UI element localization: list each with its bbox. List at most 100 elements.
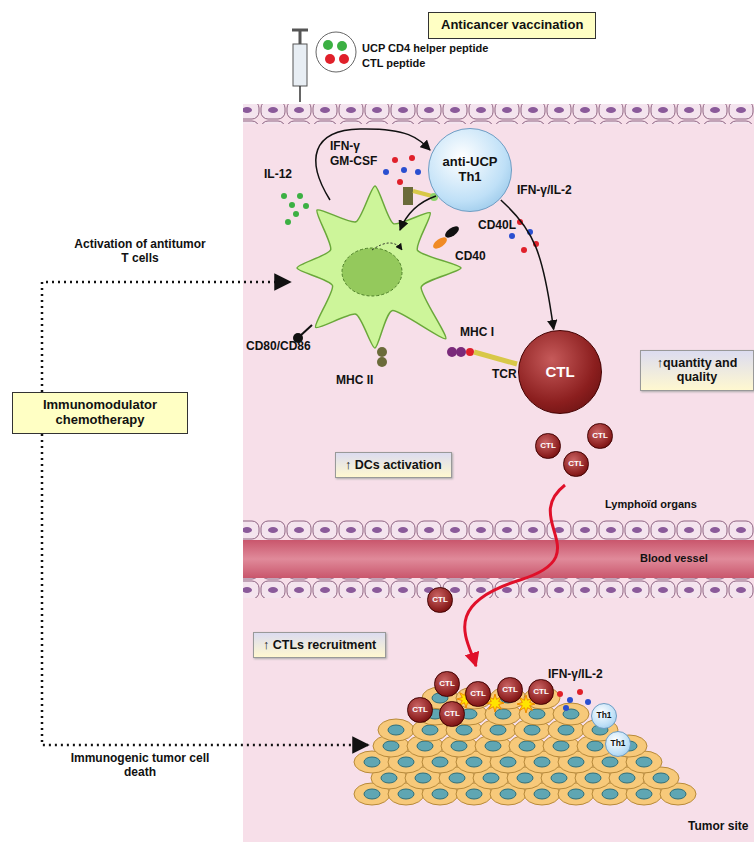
dc-body bbox=[297, 186, 461, 348]
node-text: CTL bbox=[592, 431, 608, 440]
cytokine-arrow bbox=[316, 129, 430, 200]
illustration-part bbox=[447, 347, 457, 357]
illustration-part bbox=[293, 44, 307, 86]
tissue-panel bbox=[243, 104, 754, 842]
node-text: CTL bbox=[432, 595, 448, 604]
chemo-box: Immunomodulator chemotherapy bbox=[12, 392, 188, 434]
illustration-part bbox=[377, 357, 387, 367]
tumor-nucleus bbox=[619, 773, 635, 783]
ctl-cell-small: CTL bbox=[587, 423, 613, 449]
dc-signal bbox=[372, 243, 402, 250]
tumor-nucleus bbox=[383, 741, 399, 751]
tumor-nucleus bbox=[517, 773, 533, 783]
ctl-cell-small: CTL bbox=[434, 671, 460, 697]
tumor-nucleus bbox=[653, 773, 669, 783]
node-text: ↑ CTLs recruitment bbox=[263, 638, 376, 652]
cytokine-dot bbox=[577, 689, 583, 695]
chemo-leaders bbox=[42, 282, 368, 745]
text-label: TCR bbox=[492, 368, 517, 382]
cytokine-dot bbox=[509, 233, 515, 239]
migration-arrow bbox=[465, 485, 565, 666]
cytokine-dot bbox=[281, 193, 287, 199]
text-label: Immunogenic tumor cell death bbox=[70, 752, 210, 780]
tumor-nucleus bbox=[636, 757, 652, 767]
text-label: UCP CD4 helper peptide bbox=[362, 42, 488, 55]
illustration-part bbox=[292, 29, 308, 32]
text-label: MHC II bbox=[336, 374, 373, 388]
tumor-nucleus bbox=[490, 725, 506, 735]
th1-cell: anti-UCP Th1 bbox=[428, 128, 512, 212]
illustration-part bbox=[300, 325, 312, 336]
ctl-cell-small: CTL bbox=[563, 451, 589, 477]
tumor-nucleus bbox=[466, 757, 482, 767]
tumor-cell bbox=[378, 719, 414, 741]
node-text: Anticancer vaccination bbox=[441, 18, 583, 33]
tumor-nucleus bbox=[500, 789, 516, 799]
illustration-part bbox=[377, 347, 387, 357]
dotted-leader bbox=[42, 282, 290, 392]
ctl-cell-small: CTL bbox=[535, 433, 561, 459]
tumor-nucleus bbox=[449, 773, 465, 783]
cytokine-dot bbox=[392, 157, 398, 163]
tumor-nucleus bbox=[568, 789, 584, 799]
syringe bbox=[292, 30, 356, 102]
tumor-nucleus bbox=[534, 789, 550, 799]
tumor-nucleus bbox=[417, 741, 433, 751]
node-text: Th1 bbox=[610, 739, 625, 749]
tumor-nucleus bbox=[585, 773, 601, 783]
tumor-nucleus bbox=[451, 741, 467, 751]
text-label: CTL peptide bbox=[362, 57, 425, 70]
cytokine-dots bbox=[281, 155, 591, 711]
text-label: IFN-γ bbox=[330, 140, 360, 154]
node-text: CTL bbox=[439, 679, 455, 688]
text-label: Blood vessel bbox=[640, 552, 708, 565]
cytokine-dot bbox=[397, 179, 403, 185]
tumor-nucleus bbox=[551, 773, 567, 783]
node-text: Immunomodulator chemotherapy bbox=[25, 398, 175, 428]
tumor-cell bbox=[553, 703, 589, 725]
illustration-part bbox=[466, 348, 474, 356]
vessel-wall bbox=[243, 520, 754, 540]
illustration-part bbox=[339, 54, 349, 64]
vaccine-box: Anticancer vaccination bbox=[428, 12, 596, 39]
text-label: IFN-γ/IL-2 bbox=[548, 668, 603, 682]
tumor-nucleus bbox=[602, 757, 618, 767]
cytokine-dot bbox=[285, 219, 291, 225]
illustration-part bbox=[316, 32, 356, 72]
node-text: CTL bbox=[533, 687, 549, 696]
node-text: CTL bbox=[568, 459, 584, 468]
ctl-cell-small: CTL bbox=[528, 679, 554, 705]
cytokine-dot bbox=[289, 202, 295, 208]
tumor-nucleus bbox=[466, 789, 482, 799]
tumor-nucleus bbox=[364, 757, 380, 767]
text-label: Activation of antitumor T cells bbox=[70, 238, 210, 266]
tumor-nucleus bbox=[534, 757, 550, 767]
cytokine-dot bbox=[557, 691, 563, 697]
node-text: CTL bbox=[444, 709, 460, 718]
text-label: CD40 bbox=[455, 250, 486, 264]
dc-nucleus bbox=[342, 248, 402, 296]
cytokine-dot bbox=[585, 699, 591, 705]
text-label: Tumor site bbox=[688, 820, 748, 834]
tumor-nucleus bbox=[415, 773, 431, 783]
cytokine-dot bbox=[567, 697, 573, 703]
illustration-part bbox=[299, 30, 302, 44]
tumor-nucleus bbox=[636, 789, 652, 799]
effect-box: ↑quantity and quality bbox=[640, 350, 754, 391]
help-arrow bbox=[400, 196, 436, 230]
node-text: ↑ DCs activation bbox=[345, 458, 442, 472]
cytokine-dot bbox=[563, 705, 569, 711]
tumor-nucleus bbox=[485, 741, 501, 751]
text-label: Lymphoïd organs bbox=[605, 498, 697, 511]
illustration-part bbox=[325, 54, 335, 64]
ctl-cell-small: CTL bbox=[407, 697, 433, 723]
tumor-nucleus bbox=[602, 789, 618, 799]
cytokine-dot bbox=[521, 247, 527, 253]
cytokine-dot bbox=[383, 169, 389, 175]
cytokine-dot bbox=[409, 155, 415, 161]
ctl-cell-small: CTL bbox=[465, 681, 491, 707]
cytokine-dot bbox=[297, 193, 303, 199]
cytokine-dot bbox=[293, 211, 299, 217]
node-text: CTL bbox=[412, 705, 428, 714]
